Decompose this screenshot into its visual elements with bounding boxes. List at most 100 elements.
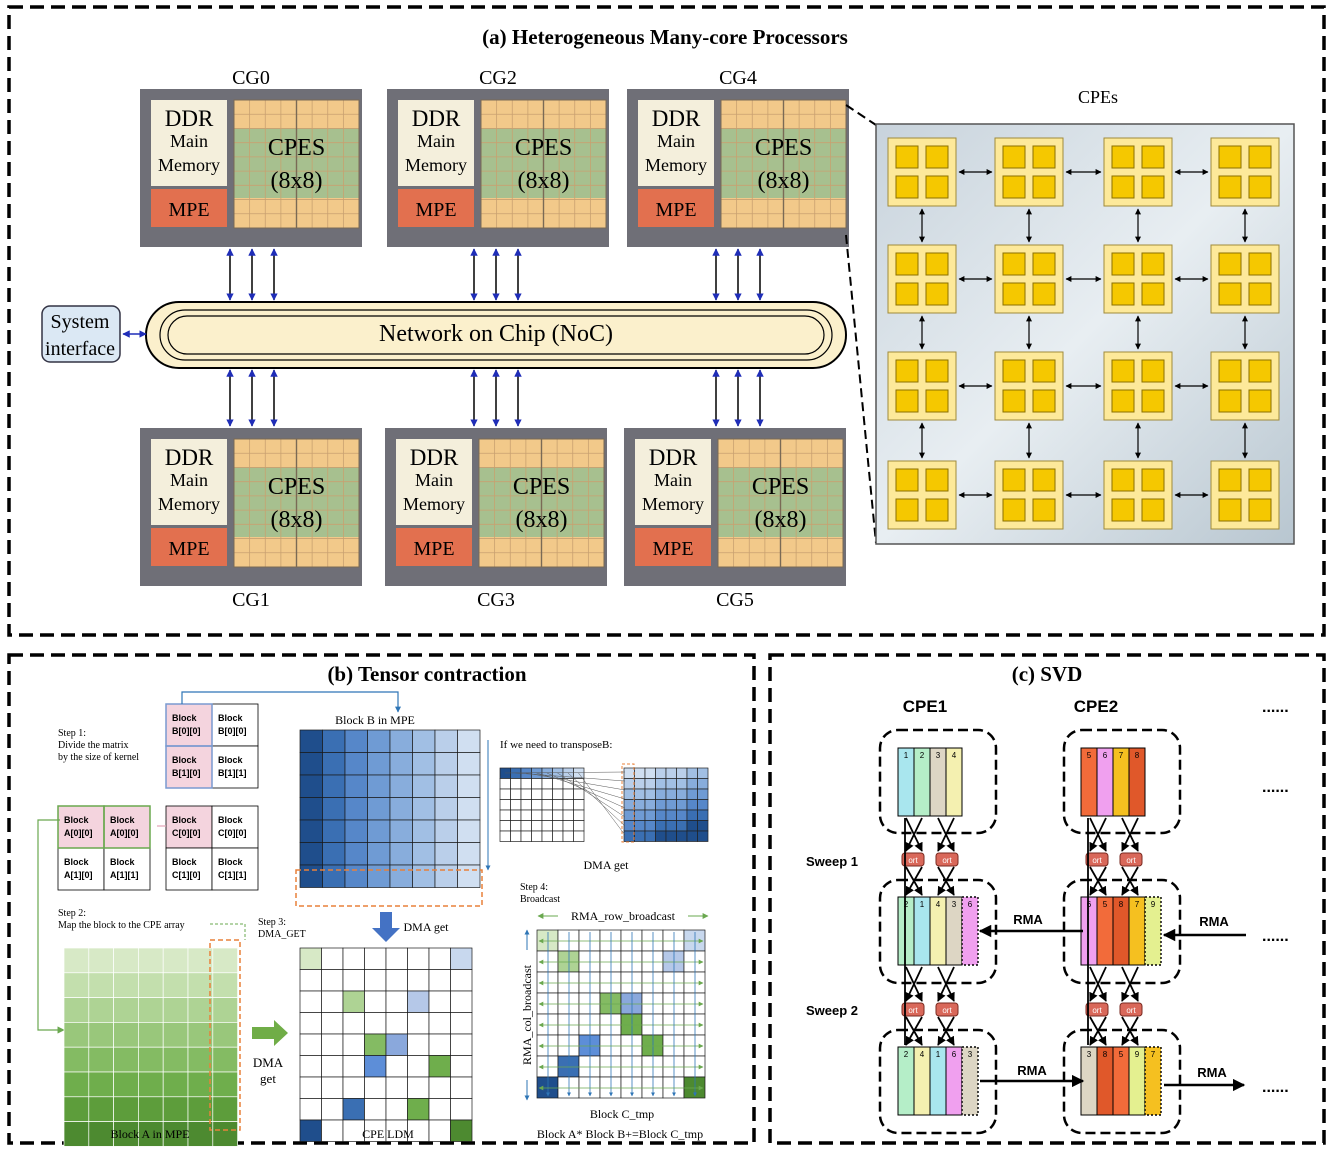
ddr-label: DDR xyxy=(165,445,214,470)
block-cell xyxy=(57,847,105,891)
matrix-cell xyxy=(662,971,685,994)
transpose-lines xyxy=(504,771,626,836)
cpe-core xyxy=(1032,145,1056,169)
matrix-cell xyxy=(562,799,574,811)
dma-get-down-label: DMA get xyxy=(404,920,450,934)
cpes-outline xyxy=(233,99,360,229)
cpes-label: CPES xyxy=(513,474,570,500)
matrix-cell xyxy=(578,992,601,1015)
cpes-count-label: (8x8) xyxy=(271,507,323,533)
block-table: BlockB[0][0]BlockB[0][0]BlockB[1][0]Bloc… xyxy=(165,703,259,789)
cpes-count-label: (8x8) xyxy=(518,168,570,194)
svd-bar-label: 8 xyxy=(1119,900,1124,909)
matrix-cell xyxy=(299,819,323,843)
matrix-cell xyxy=(407,1098,430,1121)
matrix-cell xyxy=(552,820,564,832)
matrix-cell xyxy=(541,820,553,832)
cpe-group-frame xyxy=(878,728,998,835)
matrix-cell xyxy=(299,797,323,821)
cpe-core xyxy=(925,498,949,522)
ort-box xyxy=(1119,1002,1143,1017)
matrix-cell xyxy=(683,1034,706,1057)
matrix-cell xyxy=(299,990,322,1013)
matrix-cell xyxy=(299,1076,322,1099)
matrix-cell xyxy=(212,997,238,1023)
panel-a-frame xyxy=(7,5,1326,637)
matrix-cell xyxy=(620,1055,643,1078)
matrix-cell xyxy=(63,1071,90,1098)
cpe-core xyxy=(1032,359,1056,383)
mpe-block xyxy=(635,528,711,566)
cpe-core xyxy=(1248,252,1272,276)
transpose-line xyxy=(525,772,626,791)
step3-line2: DMA_GET xyxy=(258,929,306,940)
matrix-cell xyxy=(457,864,481,888)
cpe-node xyxy=(994,460,1064,530)
matrix-cell xyxy=(321,969,344,992)
matrix-cell xyxy=(138,1022,164,1048)
rma-col-label-bg xyxy=(519,950,535,1080)
matrix-cell xyxy=(686,778,698,790)
matrix-cell xyxy=(620,929,643,952)
matrix-cell xyxy=(450,1098,473,1121)
step2-line2: Map the block to the CPE array xyxy=(58,920,185,931)
matrix-cell xyxy=(562,830,574,842)
matrix-cell xyxy=(620,971,643,994)
matrix-block-b xyxy=(299,729,481,888)
transpose-line xyxy=(567,772,626,827)
matrix-cell xyxy=(212,1022,238,1048)
matrix-block-a xyxy=(63,947,238,1147)
mpe-label: MPE xyxy=(655,199,696,221)
matrix-cell xyxy=(322,797,346,821)
block-cell-word: Block xyxy=(172,755,198,765)
block-cell-name: A[1][1] xyxy=(110,870,139,880)
matrix-cell xyxy=(450,947,473,970)
block-cell xyxy=(57,805,105,849)
svd-bar-label: 3 xyxy=(968,1050,973,1059)
matrix-cell xyxy=(665,820,677,832)
block-cell xyxy=(211,805,259,849)
cpe-core xyxy=(1032,175,1056,199)
matrix-cell xyxy=(113,972,139,998)
block-cell xyxy=(103,805,151,849)
cpe-core xyxy=(1002,468,1026,492)
matrix-cell xyxy=(683,1076,706,1099)
transpose-source-matrix xyxy=(499,767,585,842)
cpe-core xyxy=(925,145,949,169)
matrix-cell xyxy=(541,788,553,800)
main-label: Main xyxy=(415,470,453,490)
ort-label: ort xyxy=(942,1006,952,1015)
matrix-cell xyxy=(299,752,323,776)
matrix-cell xyxy=(578,1055,601,1078)
cpe-group-frame xyxy=(1062,1028,1182,1135)
cpe-core xyxy=(1141,252,1165,276)
matrix-cell xyxy=(662,950,685,973)
matrix-cell xyxy=(322,729,346,753)
svd-bar xyxy=(961,1046,979,1116)
cpe-node xyxy=(1210,137,1280,207)
block-cell xyxy=(165,703,213,747)
cg-label: CG5 xyxy=(716,589,754,611)
matrix-cell xyxy=(389,752,413,776)
ddr-label: DDR xyxy=(165,106,214,131)
matrix-cell xyxy=(499,767,511,779)
ort-box xyxy=(935,1002,959,1017)
matrix-cell xyxy=(450,1076,473,1099)
matrix-cell xyxy=(665,778,677,790)
main-label: Main xyxy=(657,131,695,151)
svd-cross-arrow xyxy=(937,1016,955,1046)
matrix-cell xyxy=(510,820,522,832)
matrix-cell xyxy=(531,778,543,790)
cpes-label: CPES xyxy=(755,135,812,161)
matrix-cell xyxy=(641,971,664,994)
svd-cross-arrow xyxy=(937,866,955,896)
block-cell xyxy=(103,847,151,891)
matrix-cell xyxy=(531,809,543,821)
matrix-cell xyxy=(655,778,667,790)
matrix-cell xyxy=(683,929,706,952)
block-cell-name: A[0][0] xyxy=(64,828,93,838)
matrix-cell xyxy=(662,1055,685,1078)
matrix-cell xyxy=(342,1012,365,1035)
matrix-cell xyxy=(573,788,585,800)
matrix-cell xyxy=(385,1055,408,1078)
